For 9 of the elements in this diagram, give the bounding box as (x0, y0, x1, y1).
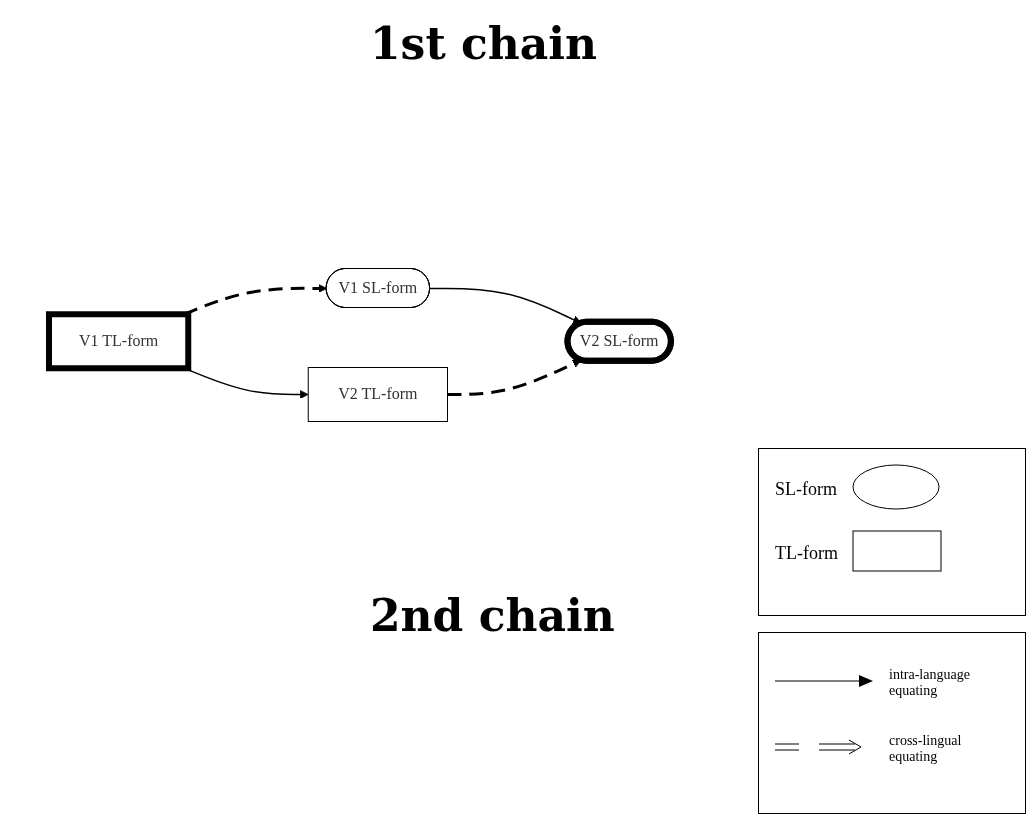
legend-text: cross-lingual equating (889, 733, 963, 765)
node-box: V1 TL-form (46, 311, 192, 372)
legend-text: SL-form (775, 479, 837, 500)
chain-label: 1st chain (370, 18, 598, 69)
node-box: V2 TL-form (307, 367, 449, 422)
arrow (447, 359, 582, 396)
legend-text: TL-form (775, 543, 838, 564)
chain-label: 2nd chain (370, 590, 615, 641)
legend-text: intra-language equating (889, 667, 971, 699)
